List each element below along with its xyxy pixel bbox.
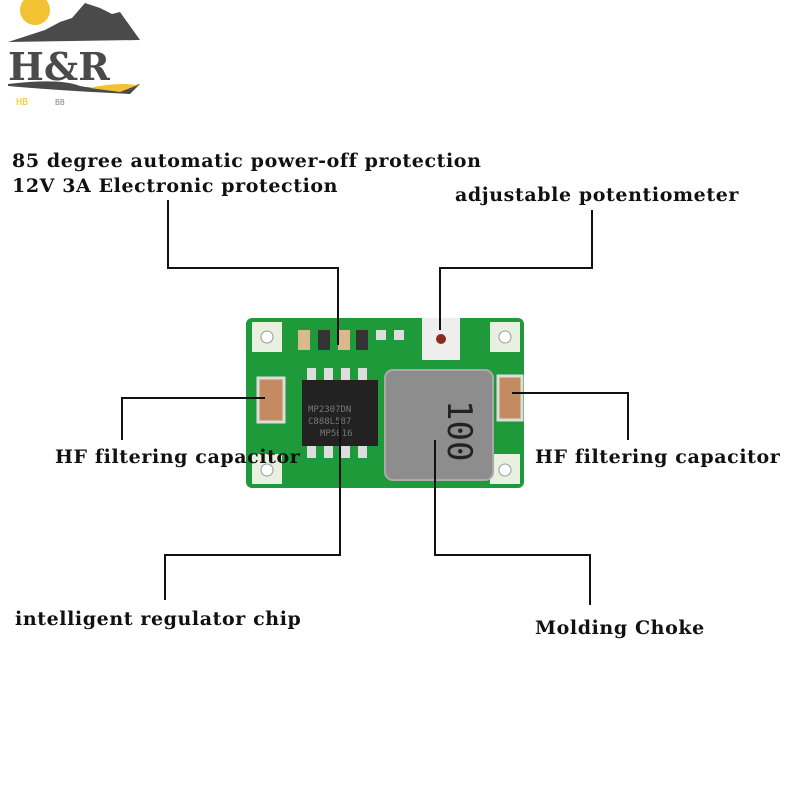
label-molding-choke: Molding Choke [535,617,705,639]
svg-text:H&R: H&R [8,44,110,89]
molding-choke [384,369,494,481]
hf-capacitor-left [256,376,286,424]
hf-capacitor-right [496,374,524,422]
brand-logo: H&R HB BB [8,0,140,108]
label-electronic-protection: 12V 3A Electronic protection [12,175,339,197]
chip-marking-3: MP5016 [320,429,353,439]
label-regulator-chip: intelligent regulator chip [15,608,302,630]
svg-text:BB: BB [55,98,65,107]
chip-marking-1: MP2307DN [308,405,351,415]
label-hf-capacitor-left: HF filtering capacitor [55,446,301,468]
svg-text:HB: HB [16,97,28,108]
label-thermal-protection: 85 degree automatic power-off protection [12,150,482,172]
chip-marking-2: C888L587 [308,417,351,427]
leader-lines [121,200,629,605]
label-hf-capacitor-right: HF filtering capacitor [535,446,781,468]
inductor-marking: 100 [439,400,479,461]
buck-converter-board: MP2307DN C888L587 MP5016 100 [246,318,524,488]
label-potentiometer: adjustable potentiometer [455,184,740,206]
